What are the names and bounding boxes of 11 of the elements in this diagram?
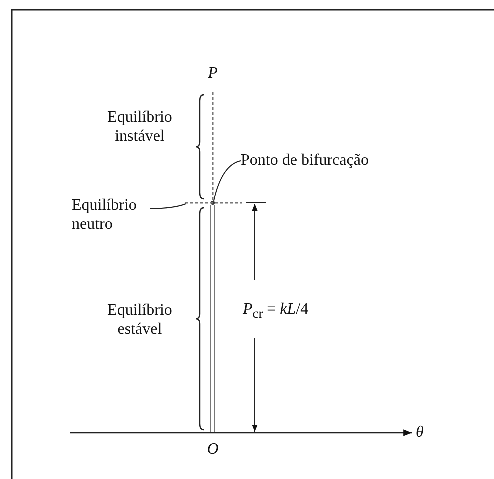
axis-label: θ xyxy=(416,423,425,442)
leader-line xyxy=(214,160,242,202)
region-label: Equilíbrio estável xyxy=(106,301,174,339)
neutral-equilibrium-line xyxy=(185,202,242,204)
region-label: Equilíbrio instável xyxy=(106,108,174,146)
axis-label: P xyxy=(207,64,219,83)
leader-line xyxy=(150,204,186,210)
callout-text: Equilíbrio neutro xyxy=(72,196,162,234)
callout-text: Ponto de bifurcação xyxy=(241,151,401,170)
axis-label: O xyxy=(206,440,220,459)
formula: P$_{cr}$ = kL/4 xyxy=(243,300,310,324)
